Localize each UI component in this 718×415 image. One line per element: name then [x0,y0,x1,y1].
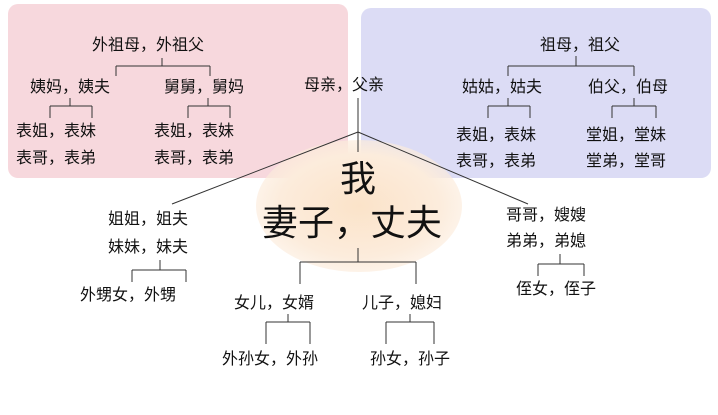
paternal-uncle-cousins-line2: 堂弟，堂哥 [586,151,667,170]
maternal-aunt-cousins-line2: 表哥，表弟 [16,148,97,167]
paternal-uncle-cousins-line1: 堂姐，堂妹 [586,125,667,144]
son-children-connector [385,314,435,344]
maternal-uncle-couple-label: 舅舅，舅妈 [164,77,245,96]
paternal-aunt-cousins-line2: 表哥，表弟 [456,151,537,170]
sisters-children-label: 外甥女，外甥 [80,285,177,304]
spouse-label: 妻子，丈夫 [262,203,443,244]
maternal-uncle-cousins-line2: 表哥，表弟 [154,148,235,167]
sisters-line2: 妹妹，妹夫 [108,237,189,256]
paternal-uncle-cousins-connector [611,98,657,118]
parents-label: 母亲，父亲 [304,75,385,94]
children-connector [299,248,417,284]
daughter-children-label: 外孙女，外孙 [222,349,319,368]
maternal-grandparents-label: 外祖母，外祖父 [92,35,205,54]
son-couple-label: 儿子，媳妇 [362,293,443,312]
daughter-children-connector [265,314,311,344]
paternal-side-panel [361,8,711,178]
maternal-aunt-cousins-connector [49,98,93,118]
self-label: 我 [340,159,377,200]
paternal-uncle-couple-label: 伯父，伯母 [588,77,669,96]
daughter-couple-label: 女儿，女婿 [234,293,315,312]
brothers-line1: 哥哥，嫂嫂 [506,205,587,224]
brothers-line2: 弟弟，弟媳 [506,231,587,250]
paternal-aunt-cousins-connector [487,98,531,118]
maternal-aunt-couple-label: 姨妈，姨夫 [30,77,111,96]
sisters-children-connector [131,260,187,282]
sisters-line1: 姐姐，姐夫 [108,209,189,228]
maternal-aunt-cousins-line1: 表姐，表妹 [16,121,97,140]
paternal-grandparents-label: 祖母，祖父 [540,35,621,54]
maternal-uncle-cousins-connector [187,98,231,118]
son-children-label: 孙女，孙子 [370,349,451,368]
brothers-children-label: 侄女，侄子 [516,279,597,298]
paternal-aunt-cousins-line1: 表姐，表妹 [456,125,537,144]
paternal-grandparents-connector [507,56,635,76]
maternal-grandparents-connector [115,58,211,76]
sibling-fan-lines [171,131,529,205]
maternal-side-panel [8,4,348,178]
brothers-children-connector [537,254,585,276]
paternal-aunt-couple-label: 姑姑，姑夫 [462,77,543,96]
maternal-uncle-cousins-line1: 表姐，表妹 [154,121,235,140]
